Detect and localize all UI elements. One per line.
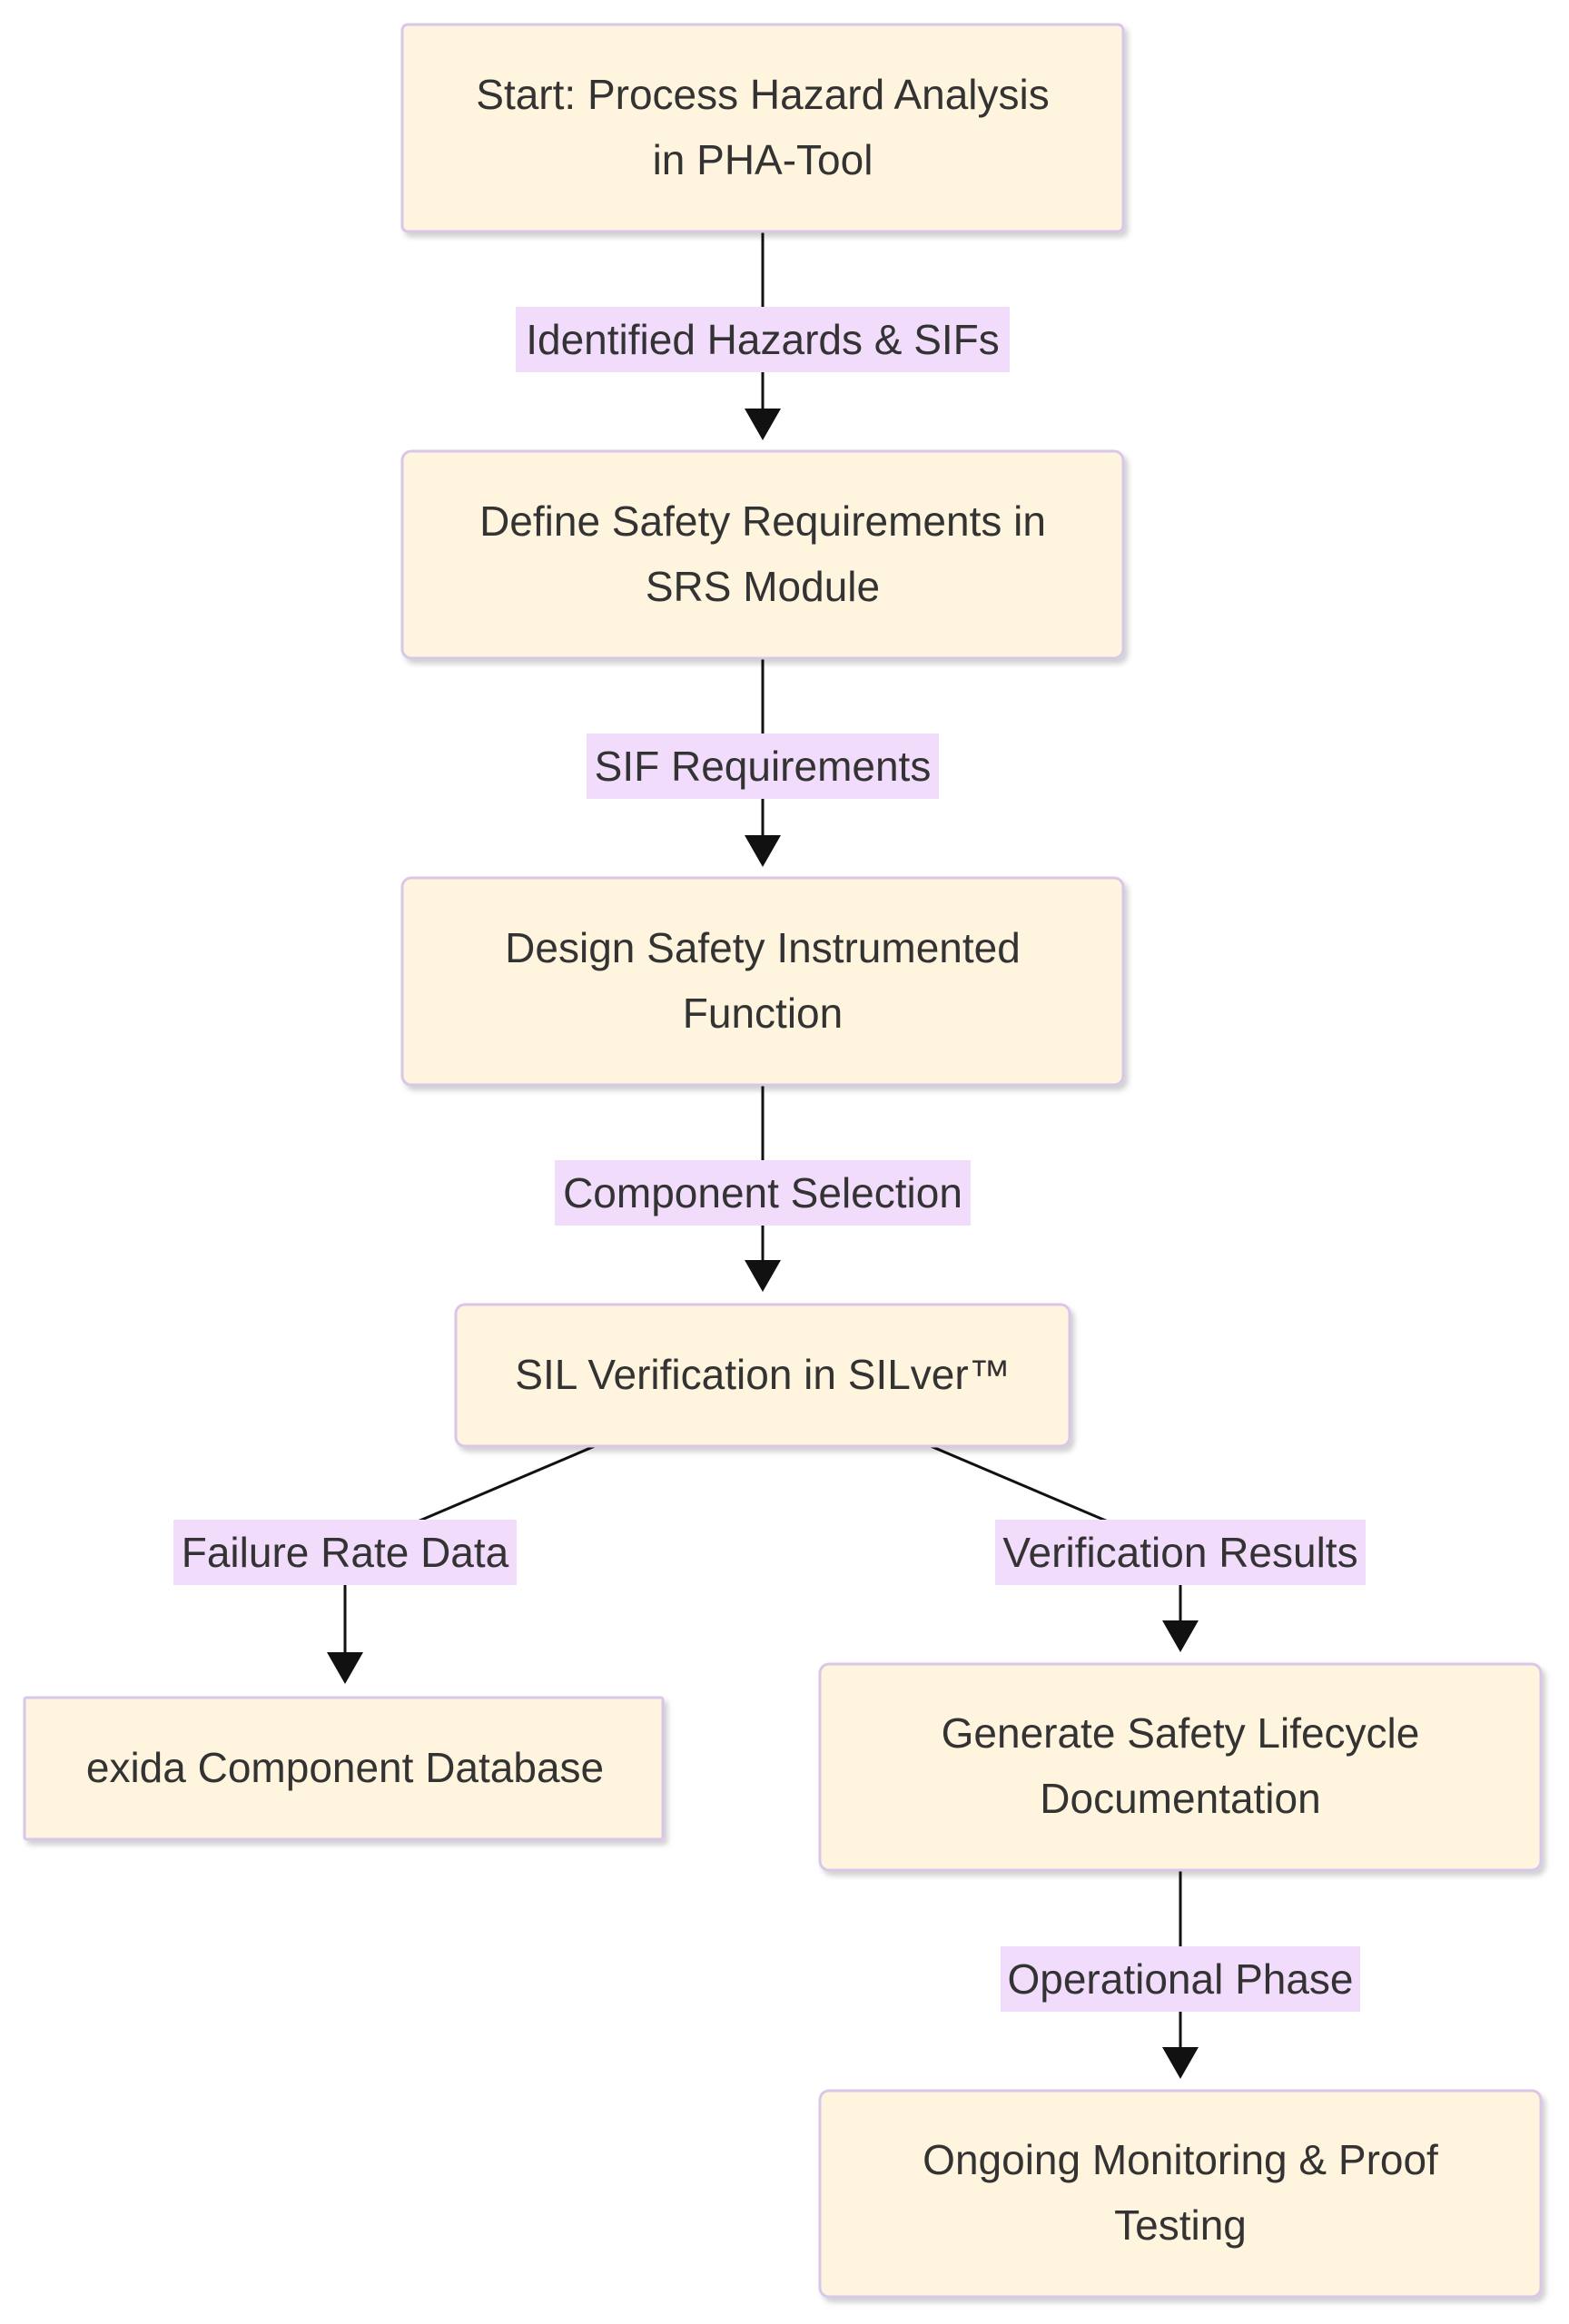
- edge-start-to-define: Identified Hazards & SIFs: [516, 231, 1010, 440]
- edge-silver-to-docs: Verification Results: [930, 1444, 1366, 1652]
- node-exida-line-1: exida Component Database: [86, 1744, 604, 1791]
- node-start-pha-line-1: Start: Process Hazard Analysis: [476, 71, 1049, 118]
- node-start-pha-line-2: in PHA-Tool: [653, 136, 873, 183]
- node-sil-verification: SIL Verification in SILver™: [454, 1303, 1071, 1448]
- node-ongoing-monitoring: Ongoing Monitoring & Proof Testing: [818, 2089, 1543, 2299]
- node-start-pha: Start: Process Hazard Analysis in PHA-To…: [400, 23, 1125, 233]
- node-define-line-2: SRS Module: [646, 563, 880, 610]
- node-silver-line-1: SIL Verification in SILver™: [515, 1351, 1010, 1398]
- node-design-line-1: Design Safety Instrumented: [505, 924, 1021, 971]
- edge-label-verification-results: Verification Results: [1002, 1529, 1357, 1576]
- edge-label-bg: [587, 734, 939, 799]
- node-define-line-1: Define Safety Requirements in: [479, 497, 1046, 545]
- edge-label-operational-phase: Operational Phase: [1007, 1955, 1353, 2003]
- edge-label-failure-rate-data: Failure Rate Data: [182, 1529, 509, 1576]
- node-docs-line-1: Generate Safety Lifecycle: [942, 1709, 1420, 1757]
- edge-label-sif-requirements: SIF Requirements: [595, 743, 932, 790]
- edge-label-bg: [995, 1520, 1366, 1585]
- node-exida-database: exida Component Database: [23, 1696, 665, 1841]
- node-docs-line-2: Documentation: [1040, 1775, 1320, 1822]
- edge-silver-to-exida: Failure Rate Data: [173, 1444, 596, 1684]
- node-design-line-2: Function: [683, 990, 843, 1037]
- edge-label-bg: [1001, 1946, 1360, 2012]
- edge-label-bg: [516, 307, 1010, 372]
- edge-label-bg: [173, 1520, 517, 1585]
- node-define-safety-requirements: Define Safety Requirements in SRS Module: [400, 449, 1125, 660]
- node-design-sif: Design Safety Instrumented Function: [400, 876, 1125, 1087]
- edge-label-bg: [555, 1160, 971, 1226]
- edge-label-component-selection: Component Selection: [563, 1169, 962, 1216]
- edge-design-to-silver: Component Selection: [555, 1085, 971, 1292]
- edge-define-to-design: SIF Requirements: [587, 658, 939, 867]
- edge-docs-to-monitor: Operational Phase: [1001, 1870, 1360, 2079]
- node-monitor-line-1: Ongoing Monitoring & Proof: [923, 2136, 1438, 2183]
- node-generate-documentation: Generate Safety Lifecycle Documentation: [818, 1662, 1543, 1872]
- node-monitor-line-2: Testing: [1114, 2201, 1247, 2249]
- edge-label-identified-hazards: Identified Hazards & SIFs: [526, 316, 1000, 363]
